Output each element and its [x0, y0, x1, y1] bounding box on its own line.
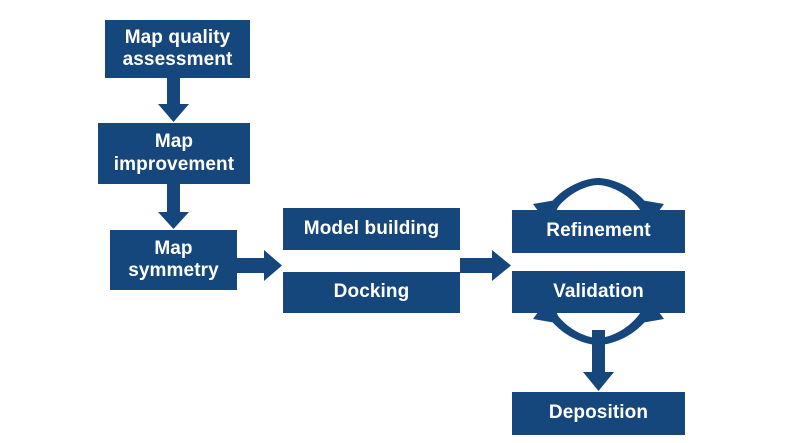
node-label: Validation — [553, 280, 644, 302]
node-label: Map quality assessment — [122, 26, 233, 70]
node-map-symmetry[interactable]: Map symmetry — [110, 230, 237, 290]
node-label: Model building — [303, 217, 440, 239]
node-refinement[interactable]: Refinement — [512, 210, 685, 253]
arrow-quality-to-improvement — [158, 78, 189, 122]
arrow-improvement-to-symmetry — [158, 184, 189, 229]
node-label: Docking — [333, 281, 410, 303]
node-map-improvement[interactable]: Map improvement — [98, 123, 250, 184]
node-docking[interactable]: Docking — [283, 272, 460, 313]
node-deposition[interactable]: Deposition — [512, 392, 685, 435]
node-validation[interactable]: Validation — [512, 271, 685, 313]
arrow-building-to-refinement — [460, 250, 511, 281]
node-label: Map symmetry — [128, 237, 219, 281]
node-label: Refinement — [546, 220, 651, 242]
arrow-symmetry-to-building — [237, 250, 282, 281]
node-label: Map improvement — [113, 131, 235, 175]
node-model-building[interactable]: Model building — [283, 208, 460, 250]
arrow-cycle-to-deposition — [583, 330, 614, 391]
node-map-quality-assessment[interactable]: Map quality assessment — [105, 20, 250, 78]
node-label: Deposition — [548, 402, 649, 424]
